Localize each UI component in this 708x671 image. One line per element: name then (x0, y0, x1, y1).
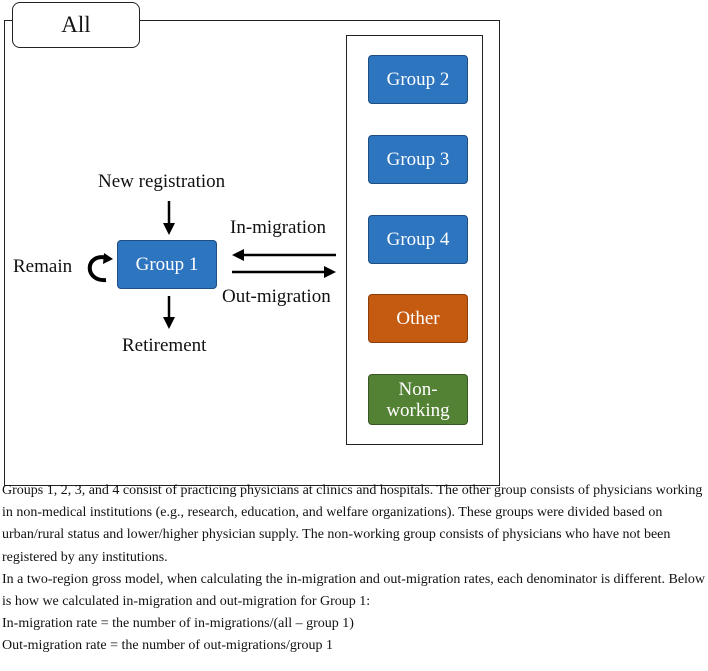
non-working-label: Non-working (386, 378, 450, 421)
group-3-node: Group 3 (368, 135, 468, 184)
out-migration-formula: Out-migration rate = the number of out-m… (2, 638, 333, 654)
new-registration-label: New registration (98, 171, 226, 192)
caption-paragraph-2: In a two-region gross model, when calcul… (2, 571, 706, 610)
group-2-node: Group 2 (368, 55, 468, 104)
remain-label: Remain (13, 256, 73, 277)
other-groups-panel (346, 35, 483, 445)
retirement-arrow (163, 296, 175, 329)
in-migration-arrow (232, 249, 336, 261)
out-migration-label: Out-migration (222, 286, 331, 307)
in-migration-formula: In-migration rate = the number of in-mig… (2, 616, 354, 632)
figure-caption: Groups 1, 2, 3, and 4 consist of practic… (2, 480, 706, 658)
group-3-label: Group 3 (386, 149, 450, 170)
retirement-label: Retirement (122, 335, 207, 356)
group-4-label: Group 4 (386, 229, 450, 250)
group-4-node: Group 4 (368, 215, 468, 264)
in-migration-label: In-migration (230, 217, 327, 238)
other-node: Other (368, 294, 468, 343)
other-label: Other (396, 308, 440, 329)
group-1-label: Group 1 (135, 254, 199, 275)
non-working-node: Non-working (368, 374, 468, 425)
caption-paragraph-1: Groups 1, 2, 3, and 4 consist of practic… (2, 483, 703, 565)
all-label: All (61, 12, 91, 37)
remain-loop-arrow (87, 253, 113, 283)
all-population-frame (4, 20, 500, 486)
group-2-label: Group 2 (386, 69, 450, 90)
group-1-node: Group 1 (117, 240, 217, 289)
out-migration-arrow (232, 266, 336, 278)
all-label-tab: All (12, 2, 140, 48)
new-registration-arrow (163, 201, 175, 235)
